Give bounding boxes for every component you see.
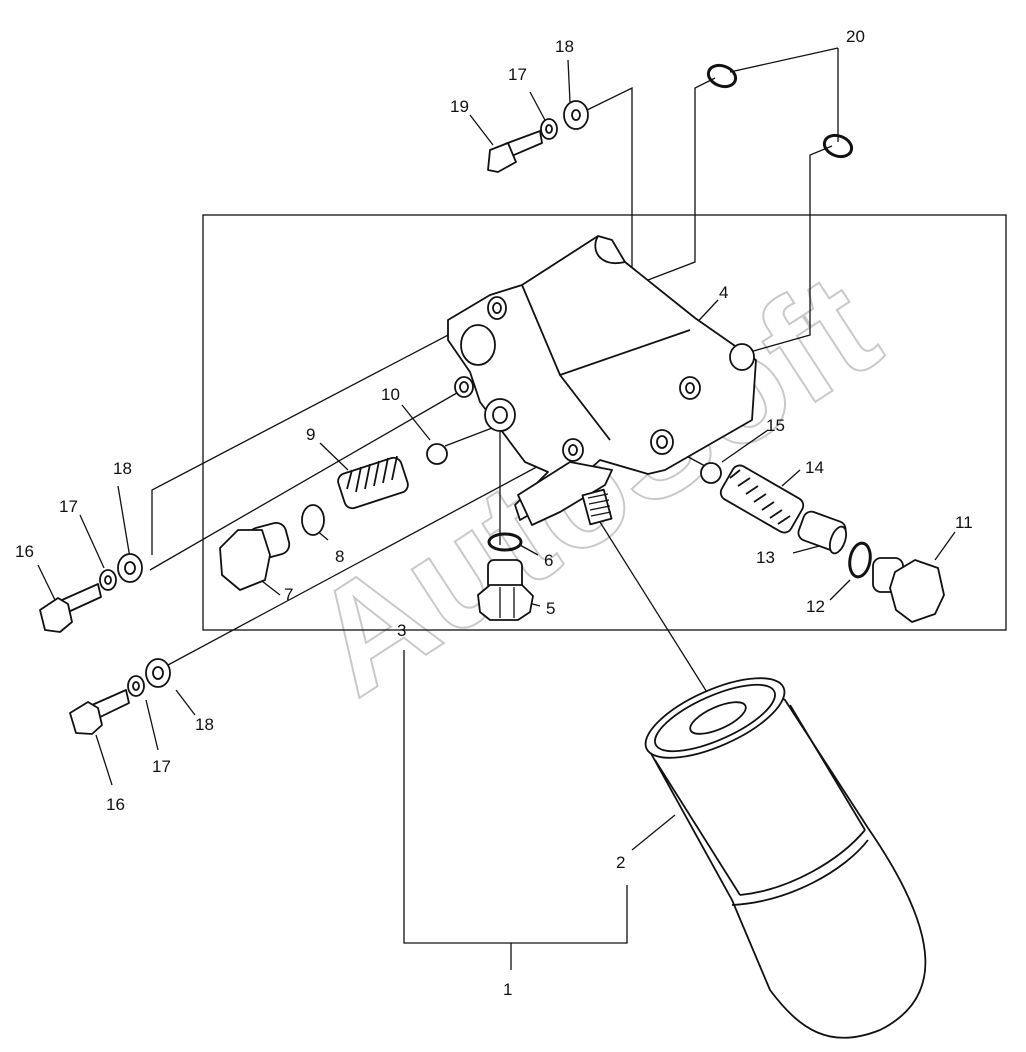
label-2: 2 bbox=[616, 853, 625, 872]
bracket-1 bbox=[403, 650, 628, 970]
label-17-upper: 17 bbox=[59, 497, 78, 516]
label-18-lower: 18 bbox=[195, 715, 214, 734]
label-13: 13 bbox=[756, 548, 775, 567]
label-15: 15 bbox=[766, 416, 785, 435]
label-18-top: 18 bbox=[555, 37, 574, 56]
label-18-upper: 18 bbox=[113, 459, 132, 478]
label-1: 1 bbox=[503, 980, 512, 999]
plug-7 bbox=[219, 521, 291, 591]
assembly-frame bbox=[202, 214, 1007, 631]
label-10: 10 bbox=[381, 385, 400, 404]
label-19: 19 bbox=[450, 97, 469, 116]
ball-15 bbox=[700, 462, 722, 484]
valve-13 bbox=[797, 510, 848, 555]
spring-14 bbox=[719, 464, 805, 534]
part-labels: 1 2 3 4 5 6 7 8 9 10 11 12 13 14 15 16 1… bbox=[15, 27, 973, 999]
label-5: 5 bbox=[546, 599, 555, 618]
o-ring-20-lower bbox=[822, 133, 854, 159]
label-4: 4 bbox=[719, 283, 728, 302]
filter-cartridge-2 bbox=[644, 677, 927, 1039]
spring-9 bbox=[337, 455, 409, 510]
top-bolt-set bbox=[487, 100, 589, 173]
o-ring-6 bbox=[487, 532, 523, 552]
label-6: 6 bbox=[544, 551, 553, 570]
ball-10 bbox=[426, 443, 448, 465]
o-ring-12 bbox=[848, 541, 872, 579]
label-7: 7 bbox=[284, 585, 293, 604]
nipple-5 bbox=[477, 559, 534, 621]
o-ring-8 bbox=[301, 504, 325, 536]
label-20: 20 bbox=[846, 27, 865, 46]
label-11: 11 bbox=[955, 513, 973, 532]
label-8: 8 bbox=[335, 547, 344, 566]
label-12: 12 bbox=[806, 597, 825, 616]
label-14: 14 bbox=[805, 458, 824, 477]
label-17-top: 17 bbox=[508, 65, 527, 84]
o-ring-20-upper bbox=[706, 63, 738, 89]
label-3: 3 bbox=[397, 621, 406, 640]
label-16-lower: 16 bbox=[106, 795, 125, 814]
left-bolt-set-upper bbox=[39, 553, 143, 633]
plug-11 bbox=[872, 557, 945, 623]
left-bolt-set-lower bbox=[69, 658, 171, 735]
label-16-upper: 16 bbox=[15, 542, 34, 561]
filter-head-body bbox=[447, 235, 757, 526]
label-9: 9 bbox=[306, 425, 315, 444]
label-17-lower: 17 bbox=[152, 757, 171, 776]
